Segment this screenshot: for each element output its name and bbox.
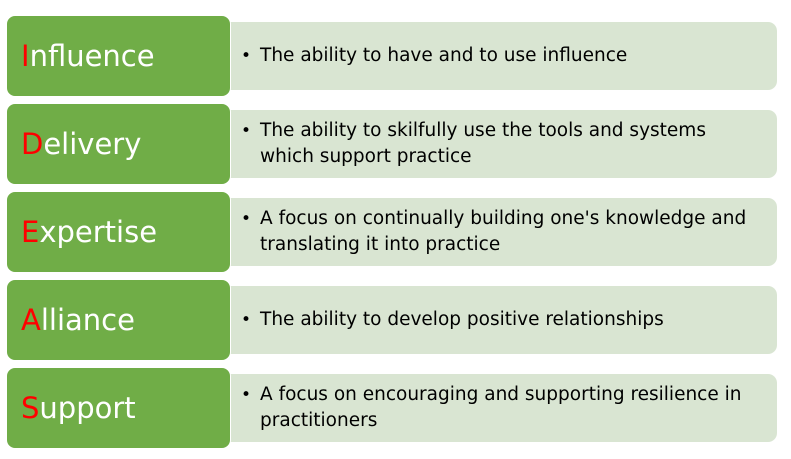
bullet-icon: • <box>241 310 252 330</box>
description-box-influence: • The ability to have and to use influen… <box>229 22 777 90</box>
bullet-icon: • <box>241 46 252 66</box>
label-influence: Influence <box>21 38 155 73</box>
label-box-delivery: Delivery <box>6 103 231 185</box>
label-delivery: Delivery <box>21 126 142 161</box>
description-box-expertise: • A focus on continually building one's … <box>229 198 777 266</box>
description-text: A focus on continually building one's kn… <box>260 208 747 255</box>
row-alliance: Alliance • The ability to develop positi… <box>0 279 791 361</box>
description-text: The ability to have and to use influence <box>260 45 628 66</box>
label-support: Support <box>21 390 136 425</box>
label-alliance: Alliance <box>21 302 135 337</box>
label-rest: xpertise <box>39 214 158 249</box>
description-text: The ability to develop positive relation… <box>260 309 664 330</box>
row-influence: Influence • The ability to have and to u… <box>0 15 791 97</box>
bullet-icon: • <box>241 385 252 405</box>
label-box-expertise: Expertise <box>6 191 231 273</box>
initial-letter: I <box>21 38 30 73</box>
label-rest: elivery <box>43 126 142 161</box>
label-box-alliance: Alliance <box>6 279 231 361</box>
label-rest: upport <box>39 390 136 425</box>
label-rest: nfluence <box>29 38 155 73</box>
initial-letter: E <box>21 214 40 249</box>
description-box-support: • A focus on encouraging and supporting … <box>229 374 777 442</box>
description-text: A focus on encouraging and supporting re… <box>260 384 742 431</box>
label-rest: lliance <box>40 302 135 337</box>
initial-letter: S <box>21 390 40 425</box>
row-expertise: Expertise • A focus on continually build… <box>0 191 791 273</box>
description-box-alliance: • The ability to develop positive relati… <box>229 286 777 354</box>
initial-letter: A <box>21 302 41 337</box>
bullet-icon: • <box>241 121 252 141</box>
label-expertise: Expertise <box>21 214 158 249</box>
row-support: Support • A focus on encouraging and sup… <box>0 367 791 449</box>
row-delivery: Delivery • The ability to skilfully use … <box>0 103 791 185</box>
description-text: The ability to skilfully use the tools a… <box>260 120 706 167</box>
label-box-influence: Influence <box>6 15 231 97</box>
description-box-delivery: • The ability to skilfully use the tools… <box>229 110 777 178</box>
label-box-support: Support <box>6 367 231 449</box>
initial-letter: D <box>21 126 44 161</box>
bullet-icon: • <box>241 209 252 229</box>
